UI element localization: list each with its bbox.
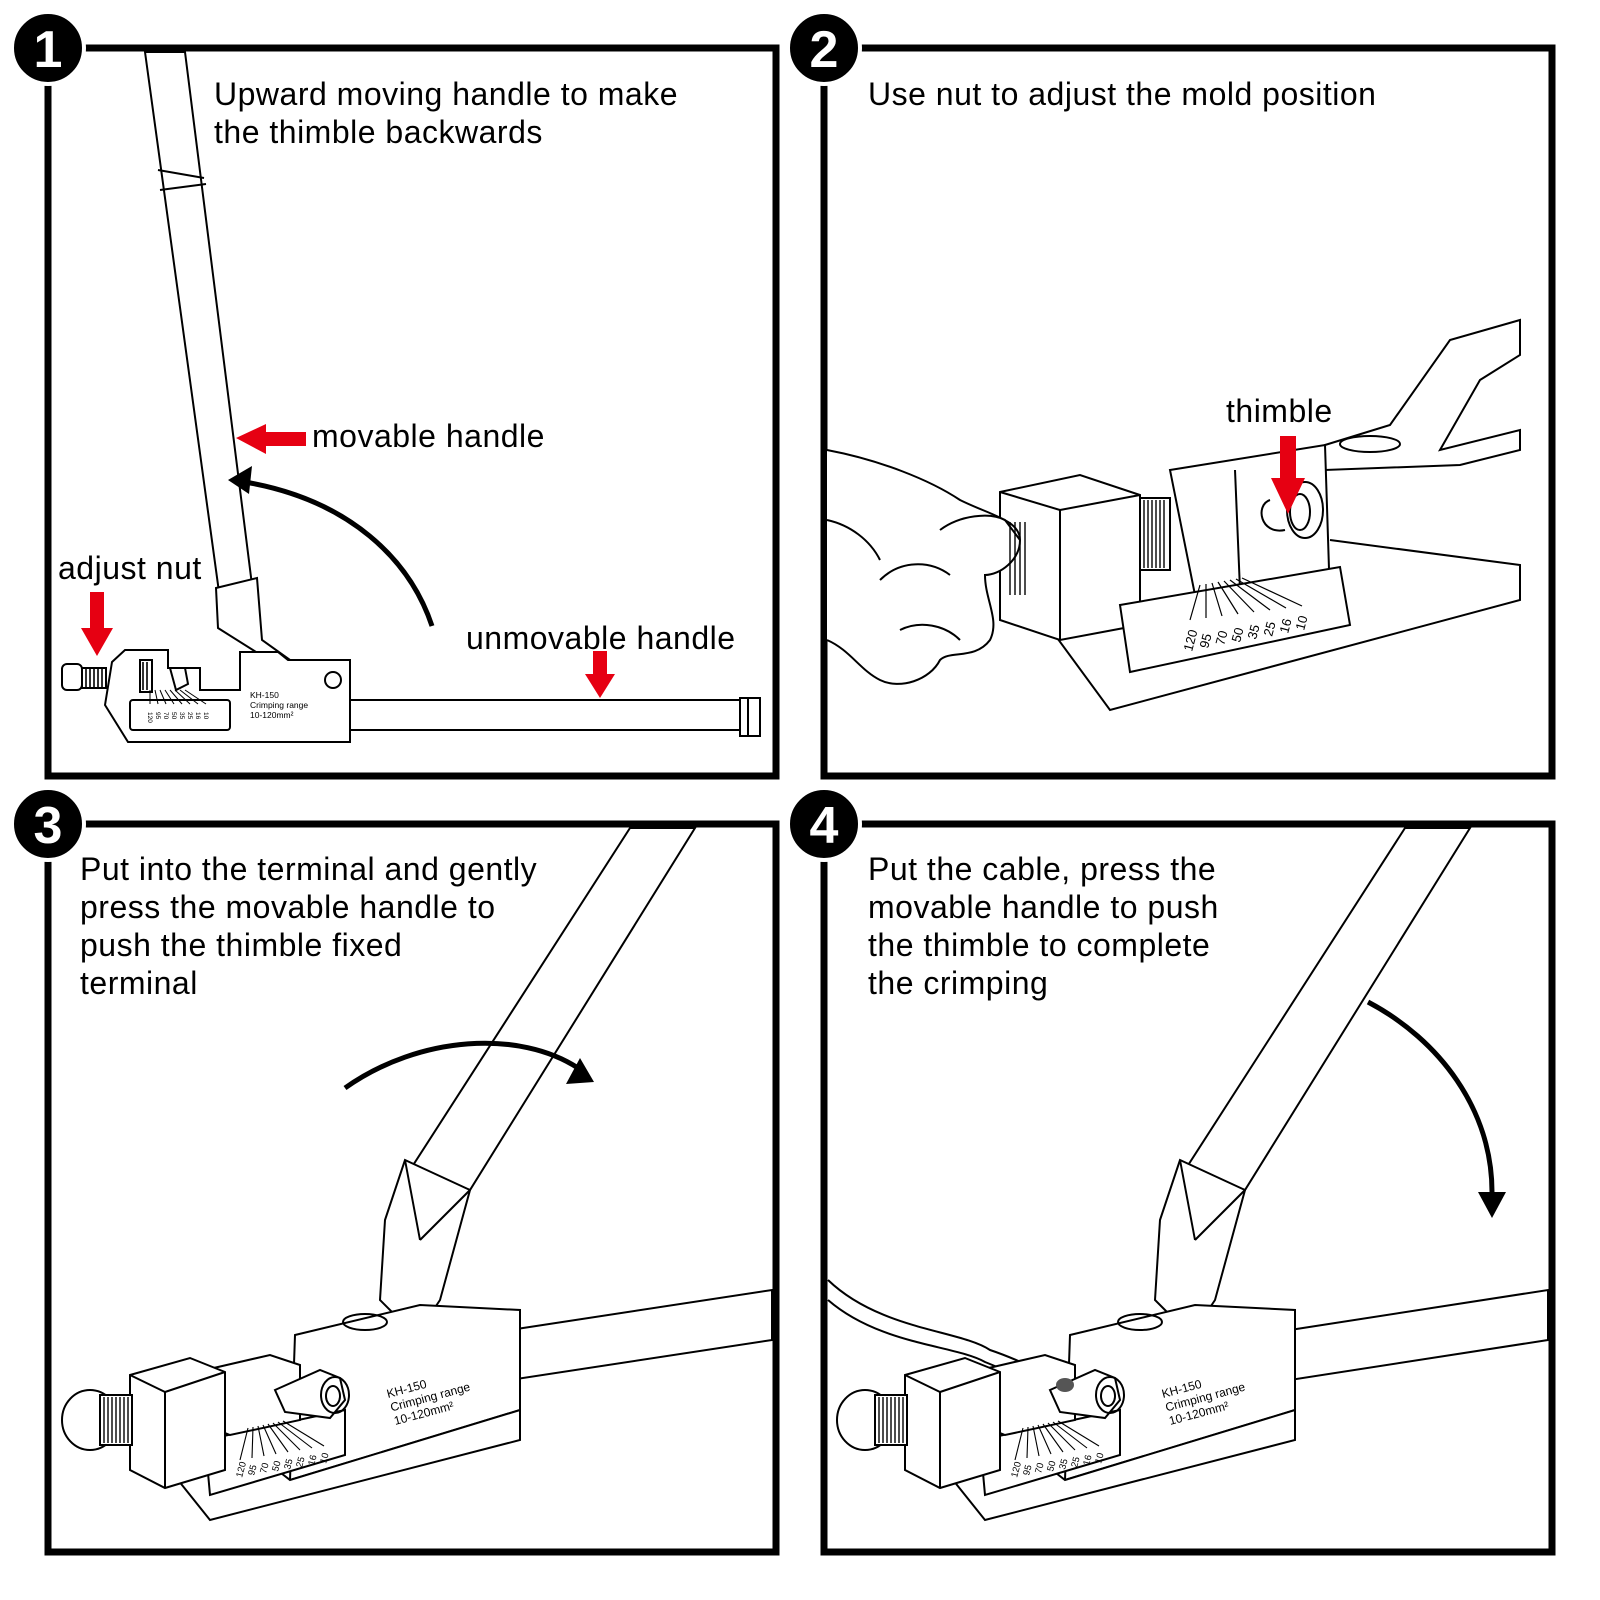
scale-mark-label: 95 <box>246 1464 259 1477</box>
scale-mark-label: 35 <box>178 712 185 720</box>
step-badge-3: 3 <box>10 786 86 862</box>
step-4-caption-line: Put the cable, press the <box>868 851 1217 887</box>
panel-1-frame <box>44 44 780 780</box>
panel-1-model-text: KH-150 <box>250 690 279 700</box>
scale-mark-label: 95 <box>1021 1464 1034 1477</box>
scale-mark-label: 95 <box>154 712 161 720</box>
scale-mark-label: 25 <box>186 712 193 720</box>
scale-mark-label: 16 <box>306 1454 319 1467</box>
step-4-caption-line: movable handle to push <box>868 889 1219 925</box>
scale-mark-label: 70 <box>1033 1462 1046 1475</box>
movable-handle-red-arrow <box>236 424 306 454</box>
scale-mark-label: 10 <box>318 1452 331 1465</box>
step-badge-4: 4 <box>786 786 862 862</box>
step-4-caption-line: the crimping <box>868 965 1049 1001</box>
panel-4-screw-thread <box>878 1397 904 1443</box>
step-number-4: 4 <box>810 797 839 855</box>
scale-mark-label: 50 <box>170 712 177 720</box>
panel-2-scale-ticks <box>1189 577 1303 621</box>
panel-1-range-label: Crimping range <box>250 700 308 710</box>
adjust-nut-red-arrow <box>81 592 113 656</box>
scale-mark-label: 10 <box>1093 1452 1106 1465</box>
step-3-caption-line: push the thimble fixed <box>80 927 403 963</box>
movable-handle-label: movable handle <box>312 418 545 454</box>
adjust-nut-label: adjust nut <box>58 550 202 586</box>
panel-3-frame <box>44 820 780 1556</box>
step-1-caption-line: Upward moving handle to make <box>214 76 679 112</box>
step-1-caption-line: the thimble backwards <box>214 114 543 150</box>
panel-3-motion-arrow <box>343 1040 580 1091</box>
panel-3-illustration <box>61 827 773 1522</box>
scale-mark-label: 10 <box>202 712 209 720</box>
scale-mark-label: 16 <box>1081 1454 1094 1467</box>
scale-mark-label: 70 <box>1212 629 1230 647</box>
panel-4-motion-arrowhead <box>1478 1192 1506 1218</box>
panel-2-frame <box>820 44 1556 780</box>
step-4-caption-line: the thimble to complete <box>868 927 1211 963</box>
scale-mark-label: 35 <box>1057 1458 1070 1471</box>
step-badge-2: 2 <box>786 10 862 86</box>
panel-4-scale-ticks <box>1014 1420 1100 1461</box>
panel-3-scale-ticks <box>239 1420 325 1461</box>
scale-mark-label: 25 <box>294 1456 307 1469</box>
scale-mark-label: 50 <box>270 1460 283 1473</box>
step-badge-1: 1 <box>10 10 86 86</box>
scale-mark-label: 50 <box>1228 626 1246 644</box>
thimble-label: thimble <box>1226 393 1333 429</box>
scale-mark-label: 120 <box>1009 1461 1024 1479</box>
scale-mark-label: 70 <box>162 712 169 720</box>
scale-mark-label: 10 <box>1292 614 1310 632</box>
step-4-caption: Put the cable, press the movable handle … <box>868 850 1219 1002</box>
step-number-3: 3 <box>34 797 63 855</box>
step-number-2: 2 <box>810 21 839 79</box>
panel-4-frame <box>820 820 1556 1556</box>
panel-4-illustration <box>827 827 1549 1522</box>
thimble-red-arrow <box>1271 436 1305 514</box>
scale-mark-label: 25 <box>1069 1456 1082 1469</box>
panel-3-motion-arrowhead <box>566 1058 594 1084</box>
step-3-caption-line: terminal <box>80 965 198 1001</box>
scale-mark-label: 95 <box>1196 632 1214 650</box>
scale-mark-label: 35 <box>282 1458 295 1471</box>
scale-mark-label: 70 <box>258 1462 271 1475</box>
step-number-1: 1 <box>34 21 63 79</box>
panel-2-illustration <box>826 318 1521 712</box>
scale-mark-label: 16 <box>1276 617 1294 635</box>
unmovable-handle-red-arrow <box>585 651 615 698</box>
scale-mark-label: 16 <box>194 712 201 720</box>
unmovable-handle-label: unmovable handle <box>466 620 736 656</box>
panel-1-screw-thread <box>85 662 148 690</box>
panel-1-illustration <box>61 51 761 743</box>
step-3-caption-line: press the movable handle to <box>80 889 496 925</box>
scale-mark-label: 35 <box>1244 623 1262 641</box>
scale-mark-label: 120 <box>234 1461 249 1479</box>
scale-mark-label: 120 <box>1180 628 1200 653</box>
scale-mark-label: 50 <box>1045 1460 1058 1473</box>
scale-mark-label: 120 <box>146 712 153 723</box>
panel-2-screw-thread <box>1009 500 1165 595</box>
panel-4-cable-end <box>1056 1378 1074 1392</box>
step-3-caption-line: Put into the terminal and gently <box>80 851 538 887</box>
panel-1-motion-arrowhead <box>228 466 252 494</box>
scale-mark-label: 25 <box>1260 620 1278 638</box>
panel-1-scale-ticks <box>149 689 207 705</box>
step-3-caption: Put into the terminal and gently press t… <box>80 850 537 1002</box>
panel-1-motion-arrow <box>244 479 435 627</box>
step-2-caption-line: Use nut to adjust the mold position <box>868 76 1377 112</box>
step-1-caption: Upward moving handle to make the thimble… <box>214 75 678 151</box>
panel-3-screw-thread <box>103 1397 129 1443</box>
step-2-caption: Use nut to adjust the mold position <box>868 75 1376 113</box>
panel-1-range-value: 10-120mm² <box>250 710 294 720</box>
panel-4-motion-arrow <box>1366 999 1495 1193</box>
